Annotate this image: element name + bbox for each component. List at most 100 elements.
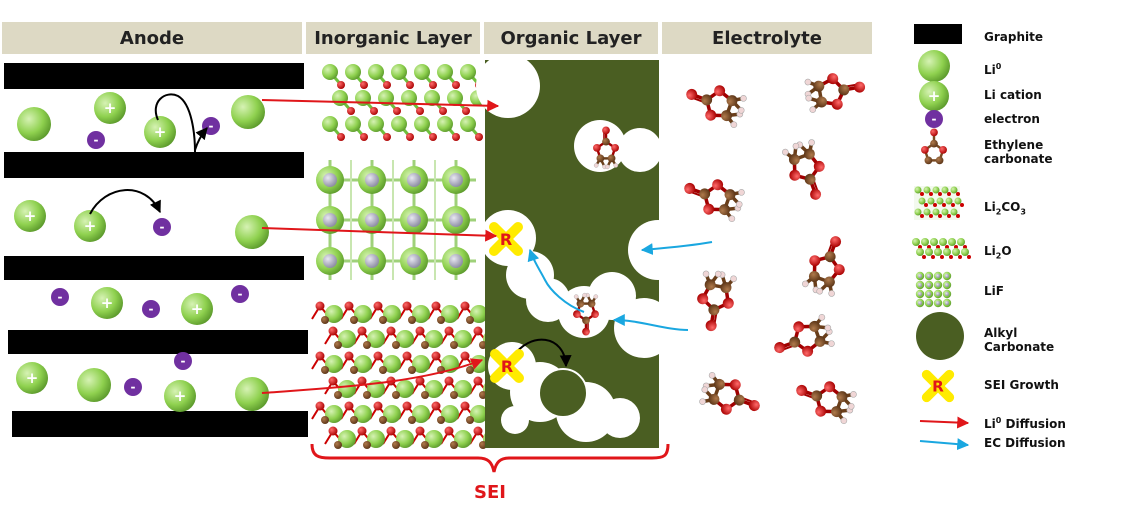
li-atom (354, 355, 372, 373)
legend-ec-swatch (921, 128, 947, 165)
oxygen-atom (444, 376, 454, 386)
hydrogen-atom (714, 270, 722, 278)
oxygen-atom (473, 426, 483, 436)
carbon-atom (363, 391, 371, 399)
fluorine-atom (323, 173, 337, 187)
li-atom (470, 405, 488, 423)
sei-growth-radicals: RR (489, 222, 524, 383)
legend-sei-growth-swatch: R (921, 369, 955, 403)
oxygen-atom (373, 351, 383, 361)
oxygen-atom (383, 81, 391, 89)
lif-lattice (316, 160, 476, 280)
header-organic-layer: Organic Layer (484, 22, 658, 54)
li-atom (396, 430, 414, 448)
carbon-atom (466, 366, 474, 374)
graphite-sheet-2 (4, 152, 304, 178)
oxygen-atom (815, 405, 827, 417)
oxygen-atom (573, 310, 581, 318)
oxygen-atom (703, 203, 715, 215)
oxygen-atom (373, 301, 383, 311)
oxygen-atom (315, 351, 325, 361)
li-cation: + (164, 380, 196, 412)
minus-sign: - (932, 112, 937, 126)
carbon-atom (721, 110, 733, 122)
li-atom (338, 330, 356, 348)
minus-sign: - (181, 354, 186, 368)
carbon-atom (803, 148, 815, 160)
carbon-atom (321, 416, 329, 424)
li-diffusion-arrow-1 (261, 99, 500, 112)
li-atom (396, 380, 414, 398)
void (618, 128, 662, 172)
ec-diffusion-arrow-2 (612, 314, 689, 331)
li-atom (345, 64, 361, 80)
ethylene-carbonate-molecule (686, 85, 747, 128)
ethylene-carbonate-molecule (684, 179, 745, 222)
hydrogen-atom (847, 403, 855, 410)
hydrogen-atom (782, 148, 789, 156)
oxygen-atom (328, 426, 338, 436)
li-atom (470, 305, 488, 323)
anode-region: ++--++--+-+-+--+ (4, 63, 308, 437)
hydrogen-atom (701, 386, 709, 393)
oxygen-atom (452, 133, 460, 141)
header-inorganic-layer: Inorganic Layer (306, 22, 480, 54)
oxygen-atom (402, 301, 412, 311)
carbon-atom (450, 441, 458, 449)
header-anode: Anode (2, 22, 302, 54)
anode-particles: ++--++--+-+-+--+ (14, 92, 269, 412)
oxygen-atom (315, 301, 325, 311)
li-atom (77, 368, 111, 402)
oxygen-atom (415, 326, 425, 336)
carbon-atom (379, 366, 387, 374)
carbon-atom (816, 96, 828, 108)
carbon-atom (699, 188, 711, 200)
li-cation: + (181, 293, 213, 325)
oxygen-atom (370, 107, 378, 115)
oxygen-atom (337, 81, 345, 89)
ethylene-carbonate-molecule (774, 314, 835, 357)
oxygen-atom (460, 401, 470, 411)
carbon-atom (804, 173, 816, 185)
organic-voids (476, 54, 688, 442)
hydrogen-atom (605, 164, 610, 170)
oxygen-atom (452, 81, 460, 89)
minus-sign: - (238, 287, 243, 301)
carbon-atom (450, 341, 458, 349)
hydrogen-atom (740, 95, 747, 102)
oxygen-atom (357, 376, 367, 386)
oxygen-atom (591, 310, 599, 318)
li-atom (17, 107, 51, 141)
oxygen-atom (827, 73, 839, 85)
oxygen-atom (402, 401, 412, 411)
carbon-atom (724, 189, 736, 201)
li-atom (383, 305, 401, 323)
ec-diffusion-arrow-3 (527, 248, 585, 313)
carbon-atom (450, 391, 458, 399)
electron: - (124, 378, 142, 396)
legend-lif-label: LiF (984, 284, 1004, 298)
carbon-atom (576, 299, 585, 308)
li-cation: + (144, 116, 176, 148)
li-atom (460, 64, 476, 80)
void (476, 54, 540, 118)
oxygen-atom (854, 81, 866, 93)
sei-label: SEI (474, 482, 506, 503)
electron: - (153, 218, 171, 236)
oxygen-atom (344, 401, 354, 411)
oxygen-atom (705, 320, 717, 332)
legend-icons: +-R (912, 50, 971, 403)
hydrogen-atom (730, 121, 738, 128)
oxygen-atom (460, 351, 470, 361)
carbon-atom (824, 251, 836, 263)
carbon-atom (836, 391, 848, 403)
carbon-atom (363, 441, 371, 449)
oxygen-atom (793, 321, 805, 333)
fluorine-atom (449, 213, 463, 227)
carbon-atom (808, 271, 820, 283)
carbon-atom (379, 416, 387, 424)
electron-hop-arrow-1b (194, 127, 208, 151)
electron: - (87, 131, 105, 149)
legend-alkyl-carbonate-swatch (916, 312, 964, 360)
li-atom (414, 64, 430, 80)
